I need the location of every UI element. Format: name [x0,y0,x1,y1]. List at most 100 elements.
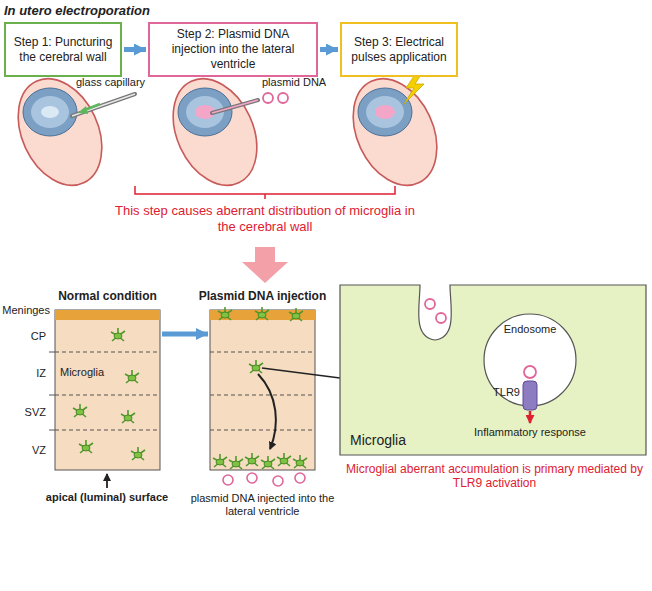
microglia-symbol [213,454,227,467]
panel-heading: Plasmid DNA injection [180,289,345,303]
down-arrow [242,247,288,283]
apical-arrow [106,474,108,488]
plasmid-circles [263,93,288,103]
injection-capillary [212,100,258,113]
bracket [135,186,395,199]
apical-arrow [107,474,108,488]
diagram-title: In utero electroporation [4,3,150,18]
glass-capillary [72,94,135,116]
microglia-body [128,375,136,381]
microglia-symbol [73,404,87,417]
panel-injection [210,395,315,396]
microglia-cell [524,366,536,378]
layer-label: IZ [0,367,46,380]
microglia-cell [340,285,646,455]
panel-normal [55,310,160,470]
layer-ticks [49,352,55,430]
zoom-line [262,368,340,378]
cortex-panel: Normal condition [55,310,160,470]
node-text: Microglia [350,432,406,448]
microglia-body [82,445,90,451]
microglia-body [264,461,272,467]
layer-ticks [49,352,55,353]
microglia-symbol [245,453,259,466]
glass-capillary [72,94,135,116]
microglia-cell [425,299,435,309]
microglia-symbol [289,308,303,321]
microglia-symbol [125,370,139,383]
panel-injection [223,475,233,485]
microglia-body [252,365,260,371]
flow-arrow [162,332,208,337]
microglia-cell [340,285,646,455]
node-text: Step 3: Electrical pulses application [347,35,451,65]
bracket [135,186,395,199]
down-arrow [242,247,288,283]
cell-label: Microglia [60,366,120,379]
glass-capillary [72,94,135,116]
microglia-symbol [131,447,145,460]
layer-ticks [49,395,55,396]
microglia-body [296,460,304,466]
plasmid-circles [278,93,288,103]
layer-label: CP [0,330,46,343]
panel-injection [247,473,257,483]
microglia-symbol [249,360,263,373]
embryo-3 [337,65,453,199]
instrument-label: glass capillary [76,76,166,89]
microglia-symbol [111,328,125,341]
layer-label: SVZ [0,406,46,419]
step-box: Step 1: Puncturing the cerebral wall [4,22,122,77]
embryo-2 [157,65,273,199]
microglia-body [216,459,224,465]
panel-injection [210,430,315,431]
panel-injection [210,310,315,470]
node-text: Step 2: Plasmid DNA injection into the l… [155,27,311,72]
flow-arrow [124,47,146,52]
node-text: Step 1: Puncturing the cerebral wall [11,35,115,65]
panel-injection [210,310,315,486]
injection-capillary [212,100,258,113]
microglia-symbol [79,440,93,453]
panel-injection [210,352,315,353]
plasmid-circles [263,93,273,103]
microglia-symbol [121,410,135,423]
injection-capillary [212,100,258,113]
layer-ticks [49,430,55,431]
embryo-1 [41,106,59,118]
embryo-2 [157,65,273,199]
flow-arrow [320,47,338,52]
note-text: This step causes aberrant distribution o… [110,203,420,234]
microglia-symbol [293,455,307,468]
migration-arrow [258,374,276,449]
panel-normal [55,310,160,470]
step-box: Step 2: Plasmid DNA injection into the l… [148,22,318,77]
panel-injection [273,476,283,486]
microglia-cell [529,411,532,423]
panel-normal [55,395,160,396]
panel-normal [55,352,160,430]
microglia-body [124,415,132,421]
microglia-symbol [218,307,232,320]
microglia-symbol [277,453,291,466]
panel-normal [55,430,160,431]
microglia-symbol [261,456,275,469]
layer-label: Meninges [0,304,50,317]
note-text: plasmid DNA injected into the lateral ve… [190,492,335,518]
microglia-cell [425,299,446,323]
panel-normal [55,310,160,320]
microglia-body [258,312,266,318]
panel-heading: Normal condition [25,289,190,303]
migration-arrow [258,374,276,449]
embryo-3 [375,105,395,119]
puncture-arrow [78,106,88,114]
microglia-body [280,458,288,464]
microglia-body [248,458,256,464]
layer-label: VZ [0,444,46,457]
response-label: Inflammatory response [465,426,595,439]
panel-injection [223,473,305,486]
microglia-body [76,409,84,415]
microglia-body [114,333,122,339]
microglia-cell [436,313,446,323]
